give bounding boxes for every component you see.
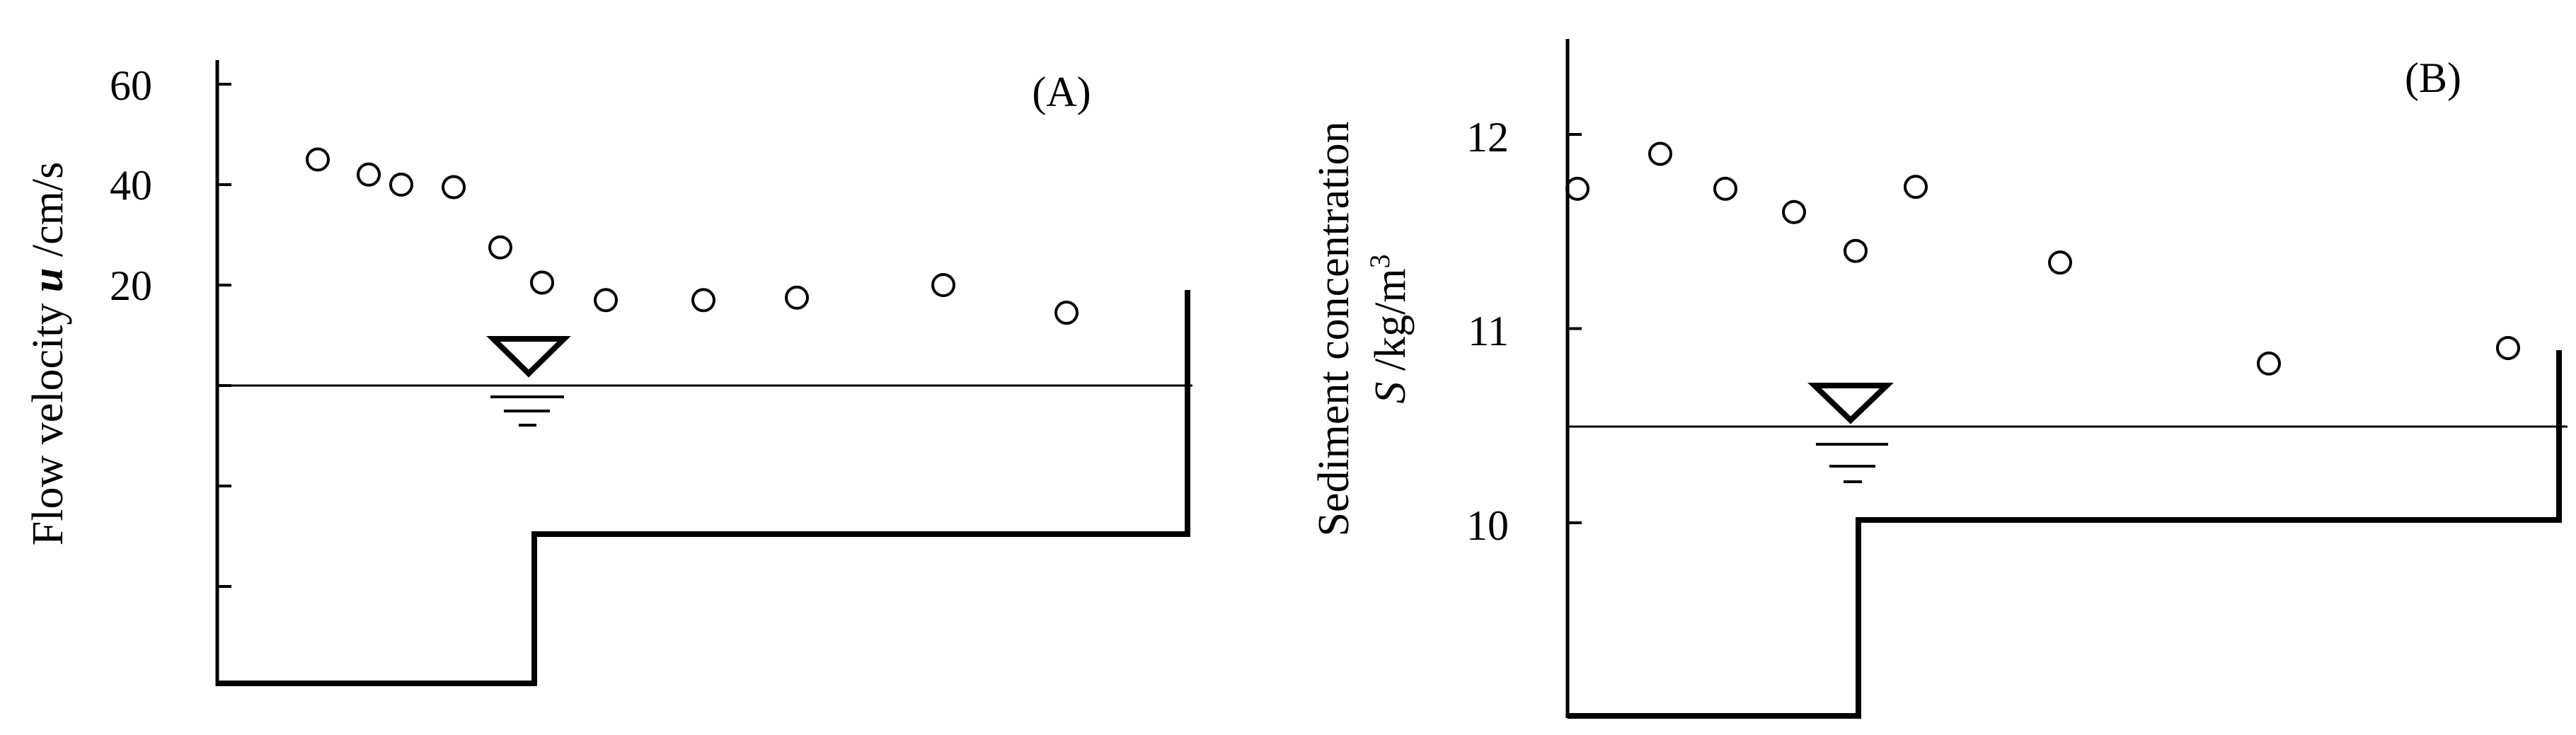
panel-b: 12 11 10 Sediment concentration S /kg/m3… <box>1310 39 2568 719</box>
panel-a-tick-label-40: 40 <box>110 162 152 209</box>
panel-b-tick-marks <box>1568 133 1582 524</box>
panel-a-data-point <box>442 175 466 199</box>
panel-a-data-point <box>1054 301 1079 325</box>
panel-b-data-point <box>1844 238 1868 263</box>
panel-b-data-point <box>2257 351 2281 376</box>
panel-a-data-point <box>530 270 554 295</box>
panel-a-data-point <box>785 285 809 310</box>
panel-a-tick-label-20: 20 <box>110 262 152 309</box>
panel-b-label: (B) <box>2405 54 2461 101</box>
panel-a-data-point <box>389 173 413 197</box>
panel-a-tick-label-60: 60 <box>110 62 152 109</box>
panel-a-data-points <box>306 147 1079 325</box>
panel-b-data-point <box>1565 176 1589 201</box>
panel-a: 60 40 20 Flow velocity u /cm/s (A) <box>24 60 1192 686</box>
panel-a-data-point <box>931 273 955 297</box>
panel-a-tick-marks <box>217 83 231 588</box>
panel-b-y-axis-label-line1: Sediment concentration <box>1310 121 1358 536</box>
panel-b-data-point <box>2496 335 2520 360</box>
panel-b-data-point <box>1782 199 1806 224</box>
panel-b-y-axis-label-line2: S /kg/m3 <box>1364 254 1415 403</box>
panel-b-tick-label-12: 12 <box>1466 114 1509 161</box>
panel-b-channel-bed <box>1568 350 2562 719</box>
panel-a-data-point <box>691 288 715 313</box>
panel-b-data-point <box>1904 175 1928 199</box>
water-level-triangle-icon <box>1807 383 1894 483</box>
panel-b-data-point <box>1648 141 1672 166</box>
panel-a-channel-bed <box>217 290 1190 686</box>
panel-b-tick-label-10: 10 <box>1466 502 1509 549</box>
panel-a-data-point <box>488 235 512 260</box>
panel-b-data-points <box>1565 141 2520 376</box>
panel-b-data-point <box>2048 250 2072 275</box>
panel-a-data-point <box>594 288 618 313</box>
panel-b-data-point <box>1713 176 1737 201</box>
panel-a-data-point <box>357 162 381 187</box>
panel-a-y-axis-label: Flow velocity u /cm/s <box>24 162 72 546</box>
panel-a-label: (A) <box>1032 69 1091 115</box>
panel-a-data-point <box>306 147 330 172</box>
water-level-triangle-icon <box>486 336 571 427</box>
panel-b-tick-label-11: 11 <box>1468 308 1509 354</box>
